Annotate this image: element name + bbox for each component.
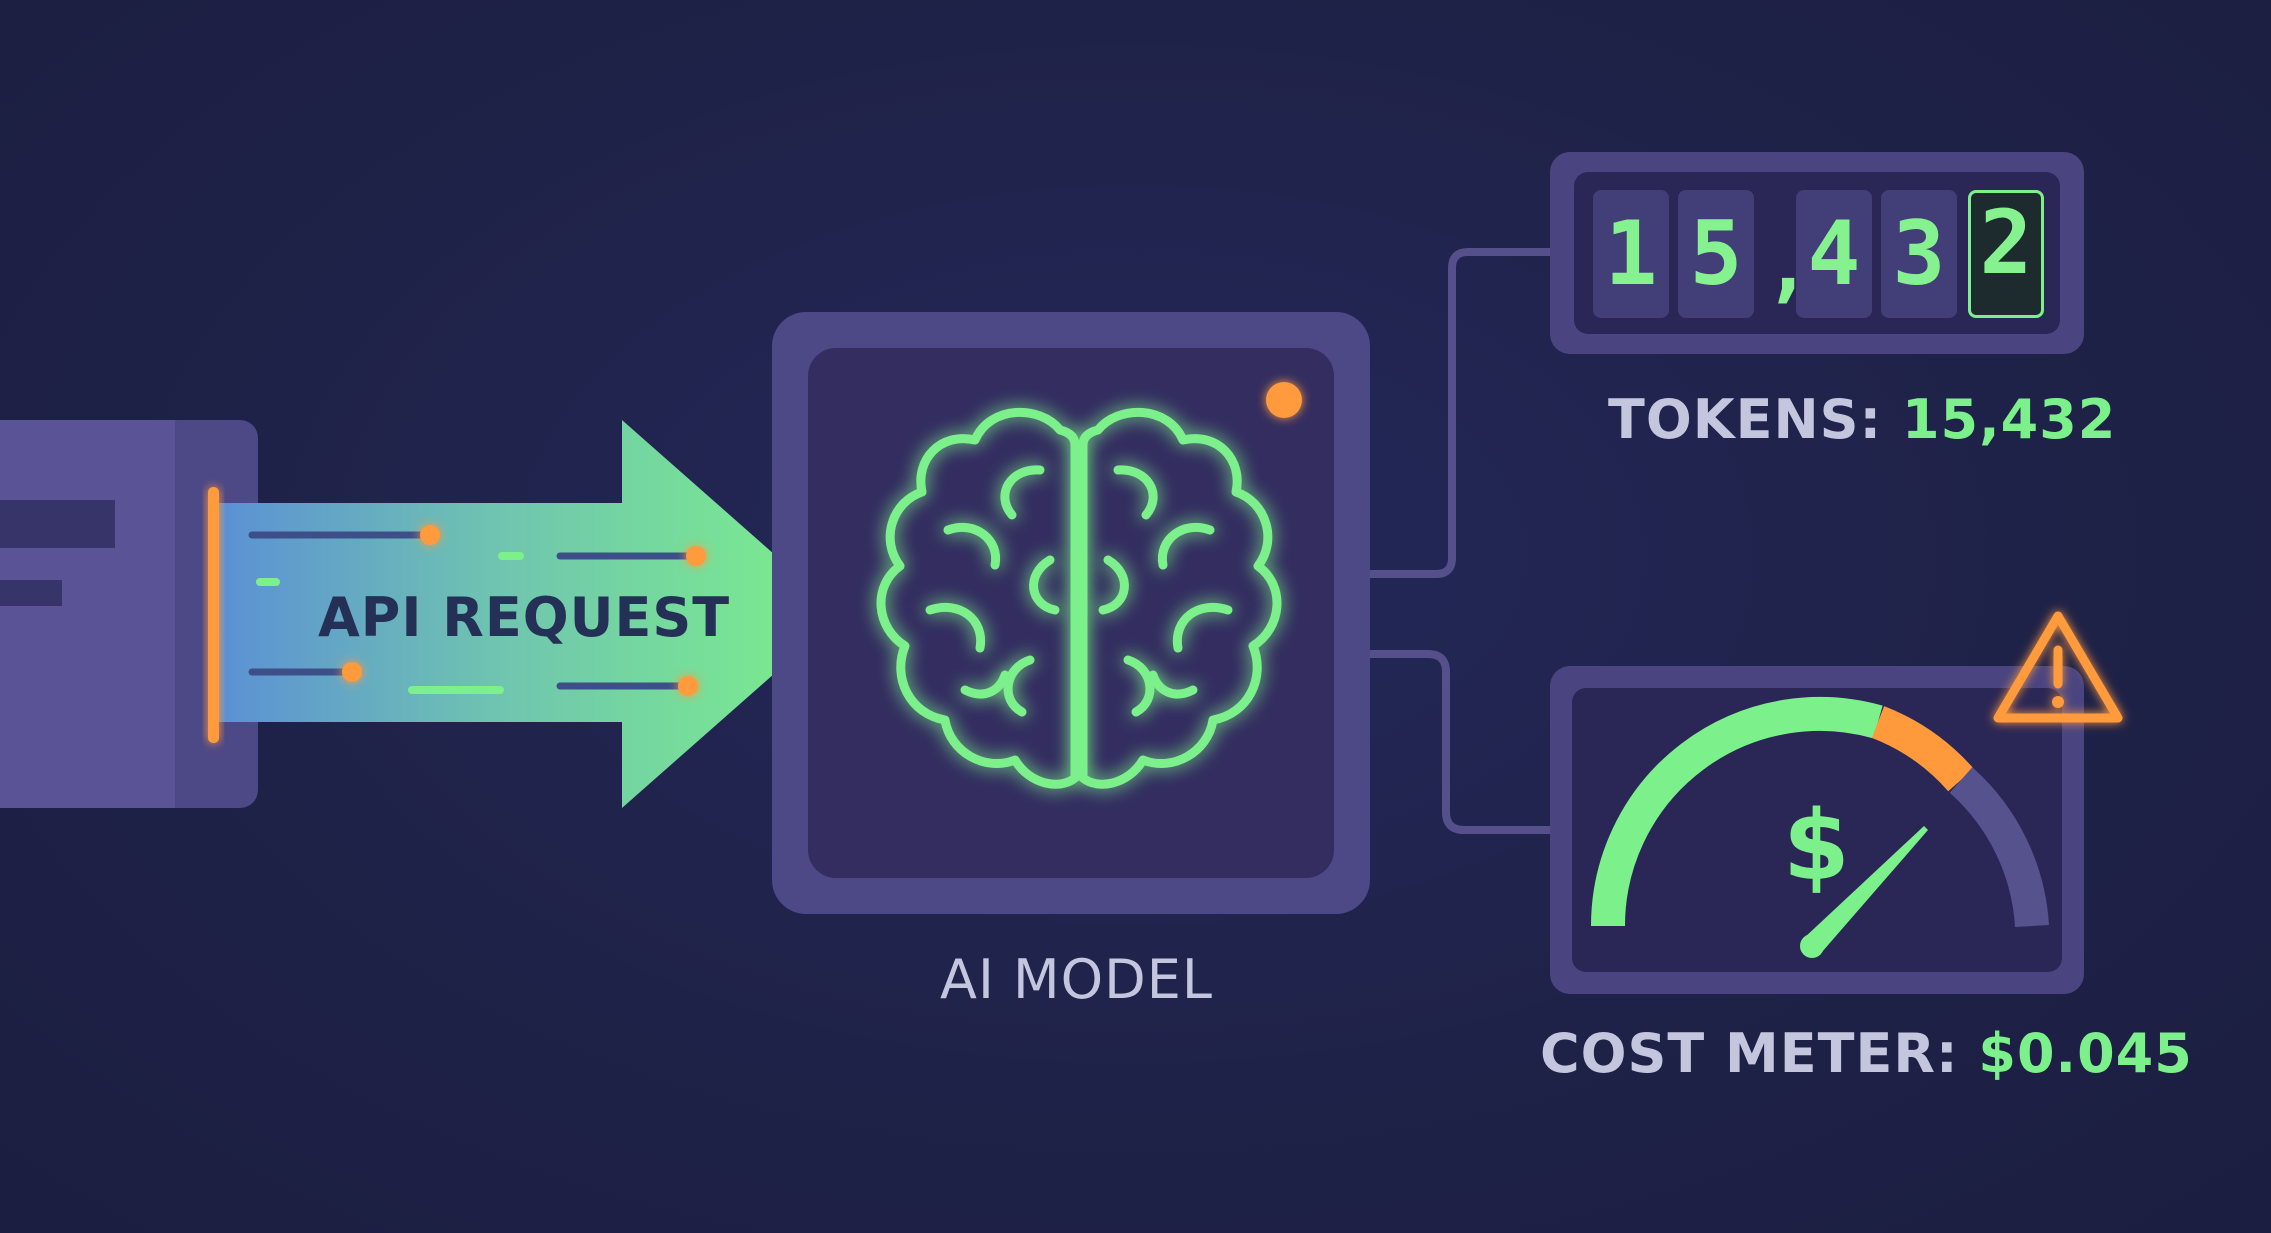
token-digit: 5 (1678, 190, 1754, 318)
api-request-arrow (208, 420, 842, 808)
token-digit-rolling: 2 (1968, 190, 2044, 318)
tokens-caption-value: 15,432 (1901, 388, 2117, 451)
brain-icon (876, 407, 1282, 789)
connector-lines (1370, 248, 1552, 834)
cost-meter-panel (1550, 666, 2084, 994)
token-digit: 2 (1979, 191, 2033, 294)
gauge-needle (1800, 826, 1928, 958)
cost-caption-value: $0.045 (1978, 1022, 2193, 1085)
gauge-dollar-symbol: $ (1783, 790, 1850, 902)
token-digit: 1 (1593, 190, 1669, 318)
warning-triangle-icon (1993, 611, 2123, 723)
tokens-caption: TOKENS: 15,432 (1608, 388, 2116, 451)
token-digit: 4 (1796, 190, 1872, 318)
client-box (0, 420, 258, 808)
tokens-caption-key: TOKENS: (1608, 388, 1883, 451)
ai-model-label: AI MODEL (940, 948, 1213, 1011)
api-request-label: API REQUEST (318, 586, 731, 649)
token-digit: 3 (1881, 190, 1957, 318)
cost-caption: COST METER: $0.045 (1540, 1022, 2193, 1085)
cost-caption-key: COST METER: (1540, 1022, 1959, 1085)
